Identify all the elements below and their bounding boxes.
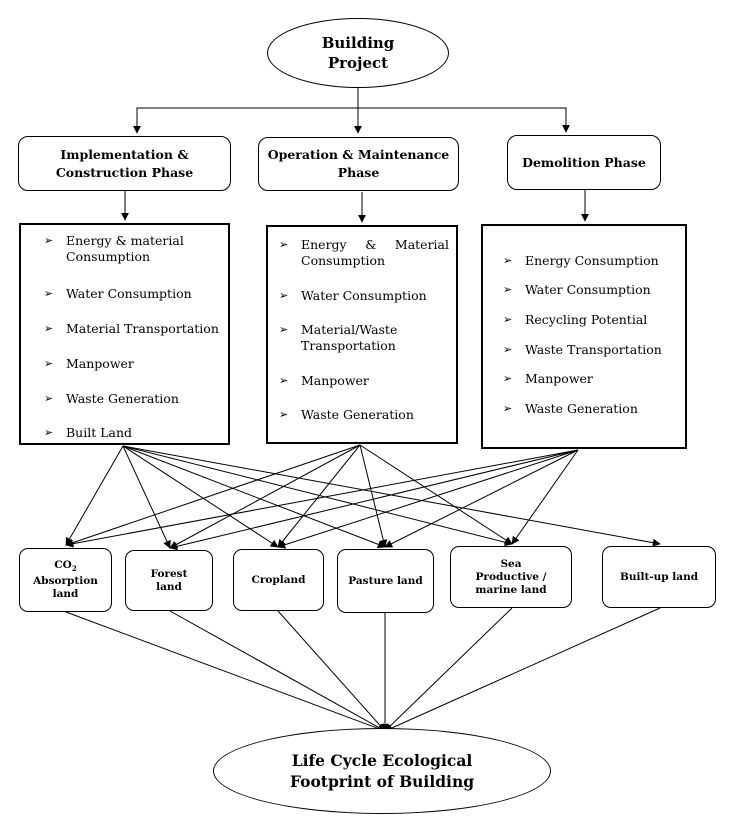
life-cycle-ecological-footprint-node: Life Cycle Ecological Footprint of Build…	[213, 728, 551, 814]
operation-list-box: ➢ Energy & Material Consumption ➢ Water …	[266, 225, 458, 444]
arrow-bullet-icon: ➢	[44, 287, 54, 300]
arrow-list-to-land	[65, 445, 124, 546]
list-item: ➢ Material/Waste Transportation	[279, 322, 398, 353]
arrow-bullet-icon: ➢	[44, 357, 54, 370]
arrow-list-to-land	[384, 449, 579, 548]
list-item: ➢ Material Transportation	[44, 321, 219, 336]
co2-absorption-land-box: CO2 Absorption land	[19, 548, 112, 612]
arrow-list-to-land	[277, 449, 579, 549]
arrow-land-to-footprint	[65, 611, 386, 733]
arrow-list-to-land	[122, 445, 513, 547]
list-item: ➢ Manpower	[279, 373, 369, 388]
arrow-bullet-icon: ➢	[279, 289, 289, 302]
footprint-label-1: Life Cycle Ecological	[291, 751, 473, 770]
arrow-list-to-land	[359, 444, 513, 545]
arrow-list-to-land	[169, 449, 579, 551]
footprint-label-2: Footprint of Building	[289, 772, 475, 791]
arrow-bullet-icon: ➢	[44, 392, 54, 405]
arrow-bullet-icon: ➢	[503, 372, 513, 385]
arrow-bullet-icon: ➢	[503, 402, 513, 415]
list-item: ➢ Waste Generation	[279, 407, 414, 422]
list-item: ➢ Manpower	[44, 356, 134, 371]
list-item: ➢ Water Consumption	[279, 288, 427, 303]
implementation-phase-box: Implementation & Construction Phase	[18, 136, 231, 191]
arrow-bullet-icon: ➢	[279, 374, 289, 387]
arrow-list-to-land	[359, 444, 388, 548]
list-item: ➢ Water Consumption	[44, 286, 192, 301]
operation-phase-line2: Phase	[337, 165, 380, 180]
arrow-bullet-icon: ➢	[44, 322, 54, 335]
list-item: ➢ Energy & Material Consumption	[279, 237, 449, 268]
arrow-land-to-footprint	[384, 607, 513, 732]
building-project-node: Building Project	[267, 18, 449, 88]
list-item: ➢ Energy Consumption	[503, 253, 659, 268]
forest-land-box: Forest land	[125, 550, 213, 611]
list-item: ➢ Built Land	[44, 425, 133, 440]
operation-phase-box: Operation & Maintenance Phase	[258, 137, 459, 191]
arrow-bullet-icon: ➢	[503, 313, 513, 326]
demolition-list-box: ➢ Energy Consumption ➢ Water Consumption…	[481, 224, 687, 449]
arrow-bullet-icon: ➢	[279, 238, 289, 251]
arrow-list-to-land	[169, 444, 361, 549]
building-project-label-1: Building	[321, 34, 395, 52]
building-project-label-2: Project	[327, 54, 389, 72]
sea-productive-marine-land-box: Sea Productive / marine land	[450, 546, 572, 608]
pasture-land-box: Pasture land	[337, 549, 434, 613]
implementation-list-box: ➢ Energy & material Consumption ➢ Water …	[19, 223, 230, 445]
arrow-list-to-land	[65, 444, 361, 547]
arrow-bullet-icon: ➢	[503, 254, 513, 267]
arrow-list-to-land	[122, 445, 386, 549]
arrow-list-to-land	[65, 449, 579, 548]
list-item: ➢ Waste Transportation	[503, 342, 662, 357]
implementation-phase-line1: Implementation &	[60, 146, 189, 162]
demolition-phase-box: Demolition Phase	[507, 135, 661, 190]
cropland-box: Cropland	[233, 549, 324, 611]
arrow-land-to-footprint	[277, 610, 386, 732]
arrow-bullet-icon: ➢	[279, 323, 289, 336]
list-item: ➢ Recycling Potential	[503, 312, 648, 327]
list-item: ➢ Manpower	[503, 371, 593, 386]
arrow-list-to-land	[511, 449, 579, 545]
operation-phase-line1: Operation & Maintenance	[267, 147, 450, 162]
arrow-bullet-icon: ➢	[44, 234, 54, 247]
arrow-bullet-icon: ➢	[44, 426, 54, 439]
arrow-land-to-footprint	[169, 610, 386, 732]
arrow-land-to-footprint	[384, 607, 661, 732]
list-item: ➢ Energy & material Consumption	[44, 233, 184, 264]
arrow-bullet-icon: ➢	[503, 343, 513, 356]
demolition-phase-line1: Demolition Phase	[522, 154, 646, 170]
arrow-bullet-icon: ➢	[503, 283, 513, 296]
arrow-bullet-icon: ➢	[279, 408, 289, 421]
list-item: ➢ Water Consumption	[503, 282, 651, 297]
arrow-to-demolition	[358, 107, 570, 133]
arrow-to-implementation	[133, 107, 358, 134]
arrow-list-to-land	[122, 445, 279, 548]
implementation-phase-line2: Construction Phase	[55, 164, 194, 180]
arrow-list-to-land	[122, 445, 171, 549]
arrow-list-to-land	[277, 444, 361, 548]
list-item: ➢ Waste Generation	[503, 401, 638, 416]
built-up-land-box: Built-up land	[602, 546, 716, 608]
list-item: ➢ Waste Generation	[44, 391, 179, 406]
